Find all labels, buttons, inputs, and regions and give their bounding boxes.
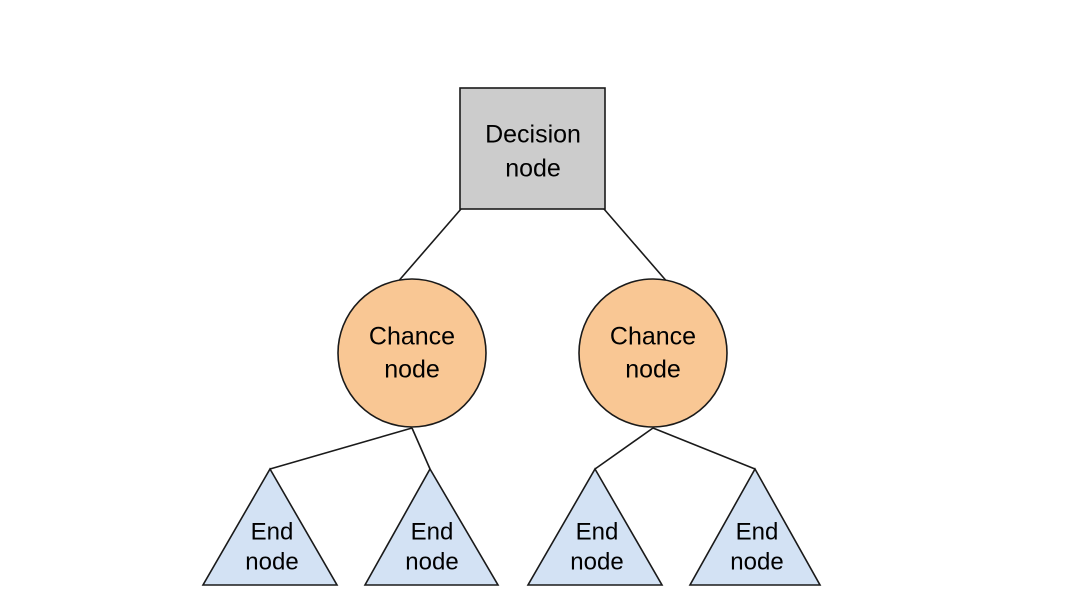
chance-node-right-label-line1: Chance [610, 323, 696, 351]
end-node-3-label-line2: node [570, 548, 623, 575]
chance-node-right[interactable]: Chance node [578, 278, 728, 428]
decision-node[interactable]: Decision node [459, 87, 606, 210]
decision-node-label-line2: node [505, 155, 561, 183]
decision-node-rect[interactable] [459, 87, 606, 210]
end-node-2-label-line1: End [411, 518, 454, 545]
end-node-4-triangle[interactable] [688, 467, 822, 586]
end-node-4-label-line1: End [736, 518, 779, 545]
end-node-1-triangle[interactable] [201, 467, 339, 586]
end-node-2[interactable]: End node [363, 467, 500, 586]
end-node-2-label-line2: node [405, 548, 458, 575]
chance-node-left-label-line2: node [384, 356, 440, 384]
chance-node-right-circle[interactable] [578, 278, 728, 428]
end-node-3-label-line1: End [576, 518, 619, 545]
edge-chance-left-to-end-1 [269, 427, 413, 470]
edge-chance-right-to-end-3 [594, 427, 654, 470]
chance-node-left[interactable]: Chance node [337, 278, 487, 428]
edge-chance-right-to-end-4 [652, 427, 756, 470]
end-node-3[interactable]: End node [526, 467, 664, 586]
chance-node-left-circle[interactable] [337, 278, 487, 428]
decision-node-label-line1: Decision [485, 121, 581, 149]
chance-node-right-label-line2: node [625, 356, 681, 384]
end-node-3-triangle[interactable] [526, 467, 664, 586]
end-node-1-label-line2: node [245, 548, 298, 575]
edge-chance-left-to-end-2 [411, 427, 431, 470]
end-node-4-label-line2: node [730, 548, 783, 575]
end-node-1-label-line1: End [251, 518, 294, 545]
end-node-1[interactable]: End node [201, 467, 339, 586]
end-node-4[interactable]: End node [688, 467, 822, 586]
end-node-2-triangle[interactable] [363, 467, 500, 586]
chance-node-left-label-line1: Chance [369, 323, 455, 351]
